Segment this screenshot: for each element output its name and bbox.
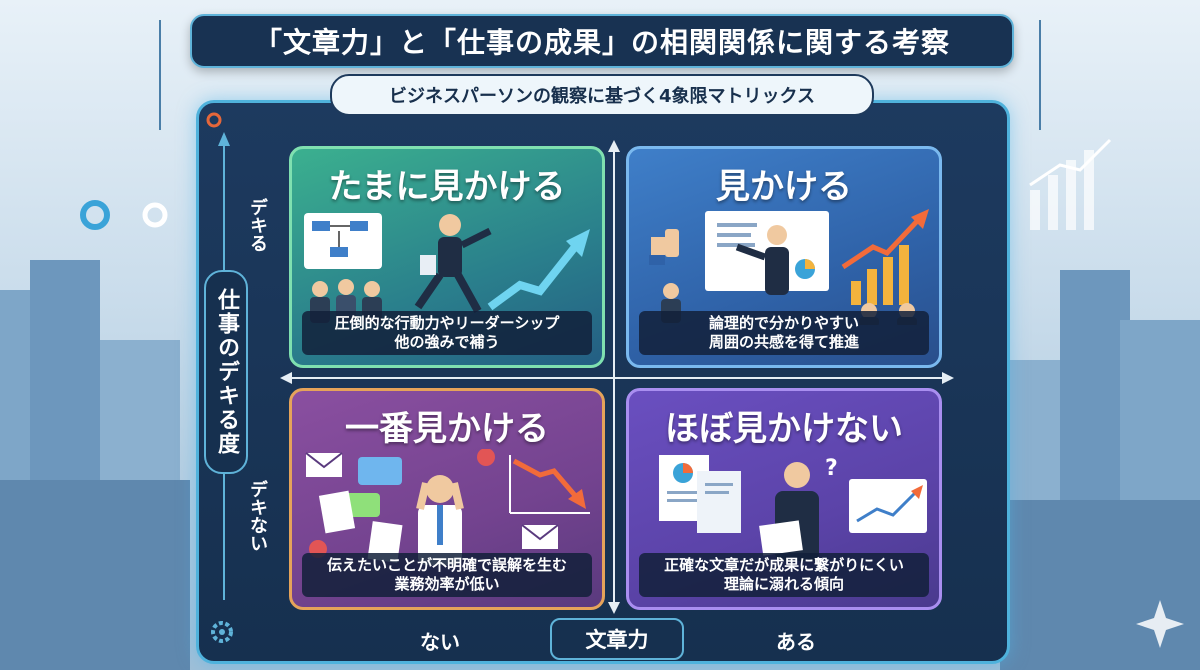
x-axis-low-label: ない xyxy=(420,630,460,654)
quadrant-illustration xyxy=(304,213,590,323)
quadrant-top-left: たまに見かける 圧倒的な行動力やリーダーシップ xyxy=(289,146,605,368)
description-line-2: 業務効率が低い xyxy=(394,575,500,593)
stressed-man-icon xyxy=(416,475,464,565)
report-document-icon xyxy=(659,455,741,533)
running-man-icon xyxy=(414,214,492,313)
skyline-chart-icon xyxy=(1029,138,1112,230)
quadrant-illustration xyxy=(305,449,590,565)
x-axis-title: 文章力 xyxy=(585,628,649,652)
quadrant-description: 正確な文章だが成果に繋がりにくい 理論に溺れる傾向 xyxy=(639,553,929,597)
x-axis-title-box: 文章力 xyxy=(550,618,684,660)
description-line-2: 他の強みで補う xyxy=(394,333,500,351)
quadrant-illustration: ? xyxy=(659,455,927,561)
y-axis-title-box: 仕事のデキる度 xyxy=(204,270,248,474)
description-line-2: 周囲の共感を得て推進 xyxy=(708,333,859,351)
thumbs-up-icon xyxy=(649,229,679,265)
y-axis-low-label: デキない xyxy=(247,480,268,552)
x-axis-high-label: ある xyxy=(776,630,816,654)
quadrant-heading: たまに見かける xyxy=(328,167,566,207)
title-banner: 「文章力」と「仕事の成果」の相関関係に関する考察 xyxy=(190,14,1014,68)
description-line-1: 論理的で分かりやすい xyxy=(708,314,859,332)
page-title: 「文章力」と「仕事の成果」の相関関係に関する考察 xyxy=(253,26,950,59)
bar-chart-icon xyxy=(841,209,929,305)
businessman-reading-icon xyxy=(759,462,819,561)
quadrant-description: 伝えたいことが不明確で誤解を生む 業務効率が低い xyxy=(302,553,592,597)
sparkle-icon xyxy=(1136,600,1184,648)
quadrant-top-right: 見かける xyxy=(626,146,942,368)
skyline-donut-icon xyxy=(80,200,168,230)
page-subtitle: ビジネスパーソンの観察に基づく4象限マトリックス xyxy=(389,86,815,107)
quadrant-bottom-right: ほぼ見かけない ? 正確な文章だが成果に繋がりにくい 理論に溺れる傾向 xyxy=(626,388,942,610)
subtitle-banner: ビジネスパーソンの観察に基づく4象限マトリックス xyxy=(330,74,874,116)
quadrant-heading: 見かける xyxy=(716,167,852,207)
quadrant-bottom-left: 一番見かける xyxy=(289,388,605,610)
quadrant-description: 圧倒的な行動力やリーダーシップ 他の強みで補う xyxy=(302,311,592,355)
trend-up-arrow-icon xyxy=(487,229,590,311)
quadrant-description: 論理的で分かりやすい 周囲の共感を得て推進 xyxy=(639,311,929,355)
question-mark-icon: ? xyxy=(825,456,838,481)
svg-text:?: ? xyxy=(825,456,838,481)
description-line-2: 理論に溺れる傾向 xyxy=(723,575,844,593)
flowchart-icon xyxy=(304,213,382,269)
y-axis-high-label: デキる xyxy=(247,198,268,252)
quadrant-heading: ほぼ見かけない xyxy=(665,409,903,449)
line-chart-icon xyxy=(849,479,927,533)
presenter-icon xyxy=(735,225,789,295)
email-icon xyxy=(305,452,559,549)
trend-down-arrow-icon xyxy=(509,455,590,514)
quadrant-illustration xyxy=(649,209,929,325)
description-line-1: 伝えたいことが不明確で誤解を生む xyxy=(326,556,567,574)
description-line-1: 正確な文章だが成果に繋がりにくい xyxy=(664,556,904,574)
description-line-1: 圧倒的な行動力やリーダーシップ xyxy=(334,314,560,332)
document-icon xyxy=(318,490,403,563)
y-axis-title: 仕事のデキる度 xyxy=(214,288,239,456)
quadrant-heading: 一番見かける xyxy=(345,409,549,449)
